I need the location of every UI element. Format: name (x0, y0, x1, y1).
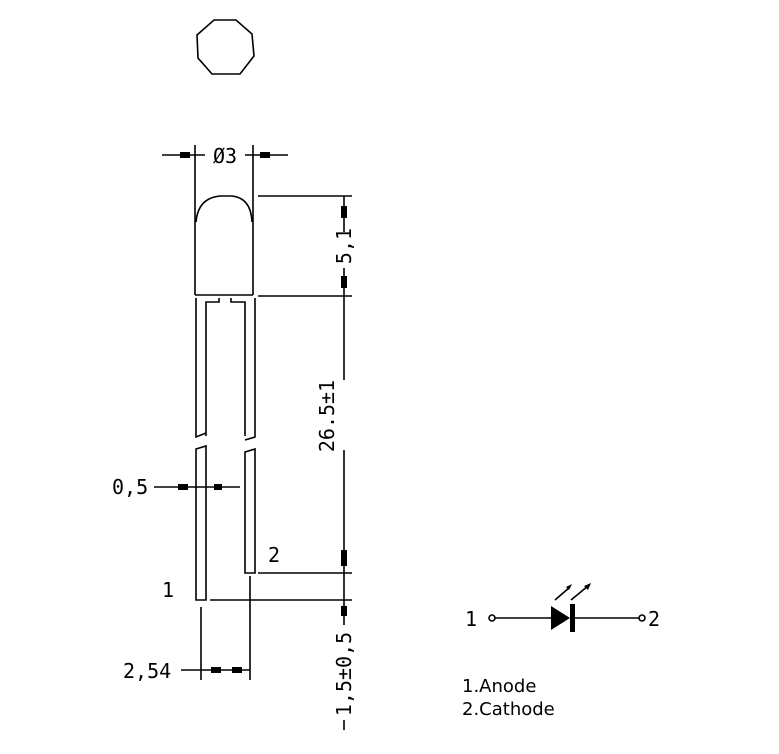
top-view-outline (196, 19, 255, 75)
leads: 2 1 (162, 298, 280, 602)
lead-width-dimension: 0,5 (112, 475, 240, 499)
diameter-dimension: Ø3 (162, 144, 288, 222)
lead-pitch-label: 2,54 (123, 659, 171, 683)
legend-cathode: 2.Cathode (462, 699, 555, 720)
legend-anode: 1.Anode (462, 676, 536, 697)
lens-height-label: 5,1 (332, 228, 356, 264)
pin2-label: 2 (268, 543, 280, 567)
pin1-label: 1 (162, 578, 174, 602)
vertical-dimensions: 5,1 26.5±1 1,5±0,5 (210, 195, 356, 730)
lead-pitch-dimension: 2,54 (123, 576, 251, 683)
led-schematic-symbol: 1 2 (465, 583, 660, 632)
schematic-pin1: 1 (465, 607, 477, 631)
lead-width-label: 0,5 (112, 475, 148, 499)
diameter-label: Ø3 (213, 144, 237, 168)
led-body (194, 195, 254, 296)
lead-length-label: 26.5±1 (315, 380, 339, 452)
lead-offset-label: 1,5±0,5 (332, 632, 356, 716)
schematic-pin2: 2 (648, 607, 660, 631)
